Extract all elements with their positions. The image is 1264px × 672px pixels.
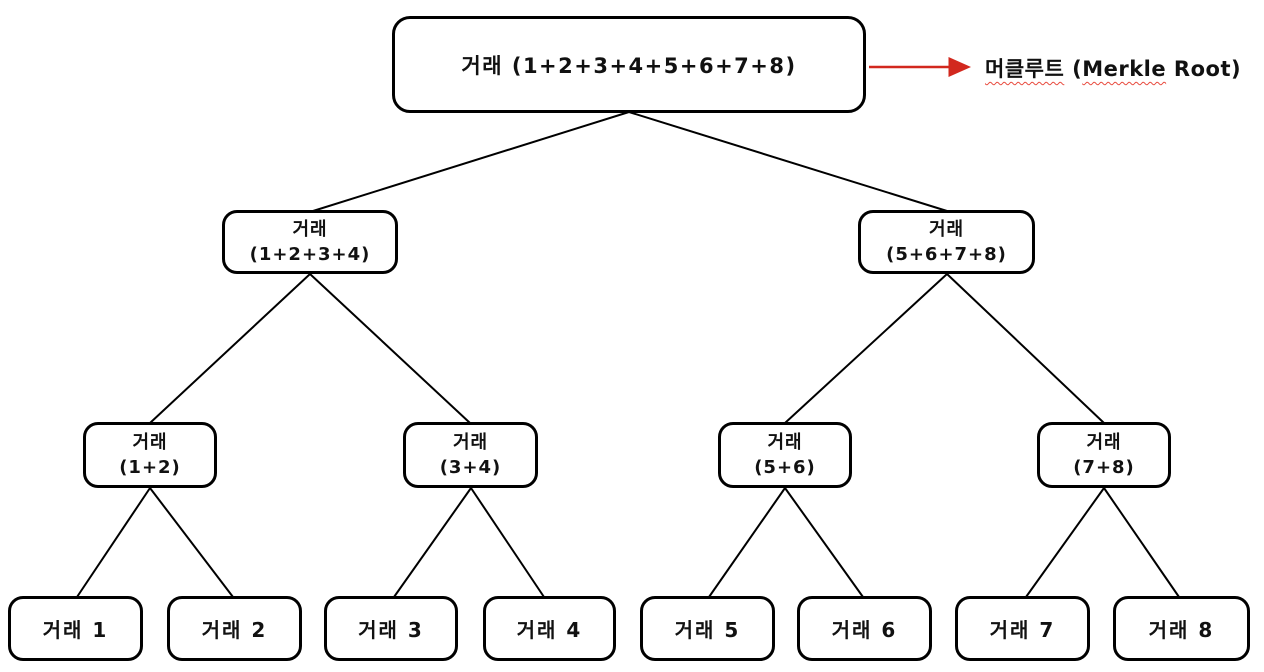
node-label-line2: (1+2+3+4) (249, 244, 371, 265)
node-transaction-4: 거래 4 (483, 596, 616, 661)
node-hash-78: 거래 (7+8) (1037, 422, 1171, 488)
node-label: 거래 5 (674, 618, 741, 642)
node-transaction-7: 거래 7 (955, 596, 1090, 661)
node-label-line1: 거래 (452, 432, 489, 453)
edge-root-right (628, 111, 948, 212)
node-label-line1: 거래 (132, 432, 168, 453)
annotation-paren: ( (1064, 57, 1083, 81)
annotation-korean-label: 머클루트 (985, 57, 1065, 81)
node-label: 거래 1 (42, 618, 109, 642)
node-label-line2: (1+2) (119, 457, 181, 478)
node-label-line2: (7+8) (1073, 457, 1135, 478)
edge-n34-t3 (393, 487, 472, 598)
node-label-line2: (3+4) (439, 457, 502, 478)
edge-n78-t7 (1025, 487, 1105, 598)
node-hash-34: 거래 (3+4) (403, 422, 538, 488)
node-label: 거래 (1+2+3+4+5+6+7+8) (461, 53, 797, 78)
edge-n12-t2 (149, 487, 234, 598)
node-transaction-6: 거래 6 (797, 596, 932, 661)
edge-l2right-n78 (946, 273, 1105, 424)
node-transaction-1: 거래 1 (8, 596, 143, 661)
node-label-line1: 거래 (928, 219, 965, 240)
node-transaction-3: 거래 3 (324, 596, 458, 661)
node-label: 거래 7 (989, 618, 1056, 642)
annotation-english-label-2: Root) (1166, 57, 1242, 81)
edge-n34-t4 (470, 487, 545, 598)
edge-n56-t6 (784, 487, 864, 598)
merkle-root-annotation: 머클루트 (Merkle Root) (985, 53, 1241, 83)
edge-root-left (312, 111, 630, 212)
node-label-line1: 거래 (767, 432, 803, 453)
node-label-line2: (5+6+7+8) (886, 244, 1007, 265)
node-transaction-5: 거래 5 (640, 596, 775, 661)
node-hash-5678: 거래 (5+6+7+8) (858, 210, 1035, 274)
edge-n56-t5 (708, 487, 786, 598)
edge-l2left-n12 (149, 273, 311, 424)
node-label-line2: (5+6) (754, 457, 816, 478)
node-label: 거래 3 (358, 618, 424, 642)
edge-l2right-n56 (784, 273, 948, 424)
node-merkle-root: 거래 (1+2+3+4+5+6+7+8) (392, 16, 866, 113)
node-transaction-8: 거래 8 (1113, 596, 1250, 661)
node-label-line1: 거래 (292, 219, 328, 240)
node-hash-56: 거래 (5+6) (718, 422, 852, 488)
node-hash-1234: 거래 (1+2+3+4) (222, 210, 398, 274)
edge-n12-t1 (76, 487, 151, 598)
node-hash-12: 거래 (1+2) (83, 422, 217, 488)
node-label-line1: 거래 (1086, 432, 1122, 453)
edge-l2left-n34 (309, 273, 471, 424)
node-label: 거래 8 (1148, 618, 1215, 642)
node-transaction-2: 거래 2 (167, 596, 302, 661)
node-label: 거래 6 (831, 618, 898, 642)
node-label: 거래 4 (516, 618, 583, 642)
node-label: 거래 2 (201, 618, 268, 642)
edge-n78-t8 (1103, 487, 1180, 598)
annotation-english-label: Merkle (1082, 57, 1167, 81)
